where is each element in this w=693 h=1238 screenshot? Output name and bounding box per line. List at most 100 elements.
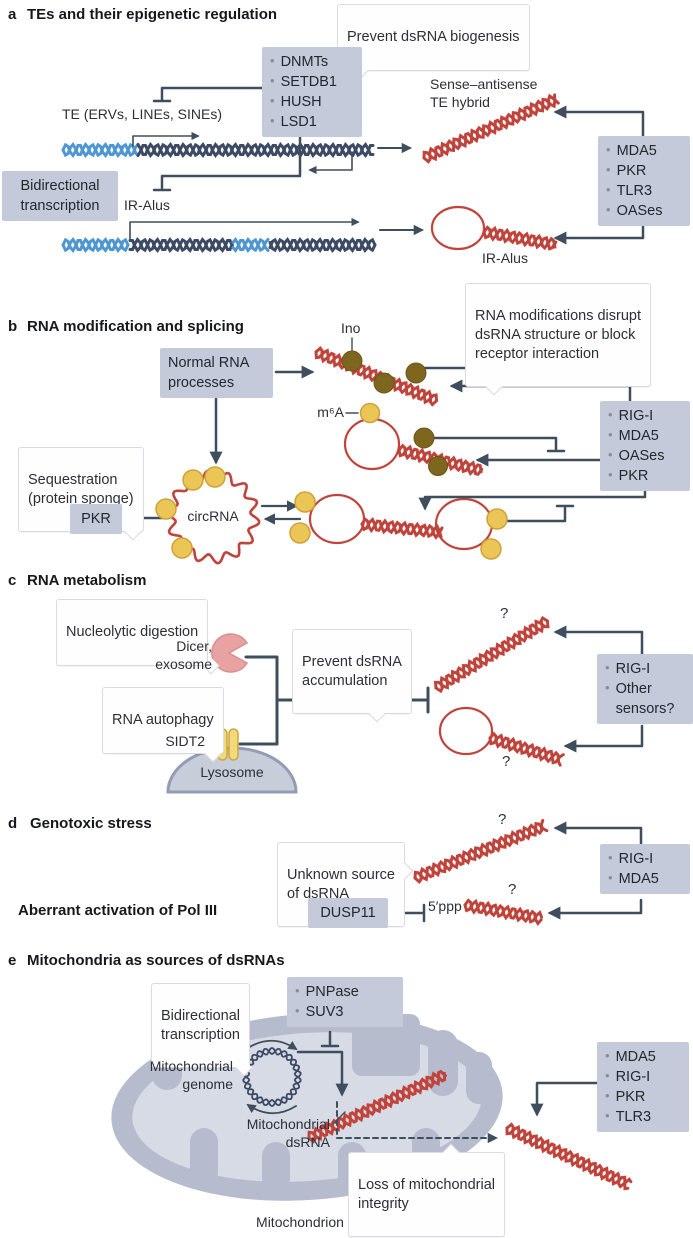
dicer-label: Dicer, exosome [155, 638, 212, 672]
rna-helix-c1 [433, 615, 550, 694]
list-item: •SUV3 [295, 1003, 344, 1020]
list-item: •PKR [606, 162, 647, 179]
dicer-pacman-icon [211, 633, 249, 673]
c2-loop [438, 706, 494, 756]
callout-prevent-accumulation-text: Prevent dsRNA accumulation [302, 653, 402, 689]
panel-e-letter: e [8, 952, 17, 969]
callout-bidirectional-e-text: Bidirectional transcription [161, 1007, 240, 1043]
sensors-box-d: •RIG-I•MDA5 [600, 844, 690, 894]
protein-circles [155, 402, 508, 560]
dna-helix-te [61, 141, 375, 159]
list-item: •OASes [608, 447, 665, 464]
sensors-box-b: •RIG-I •MDA5 •OASes •PKR [600, 401, 690, 491]
sponge-loop-left [308, 493, 366, 545]
rna-helix-hybrid [422, 93, 560, 164]
question-mark-c1: ? [500, 605, 509, 622]
sidt2-label: SIDT2 [165, 733, 205, 749]
list-item: •HUSH [270, 93, 322, 110]
mito-genome-label: Mitochondrial genome [149, 1058, 233, 1092]
list-item: •TLR3 [606, 182, 653, 199]
panel-d-connectors [388, 821, 643, 923]
callout-unknown-source-text: Unknown source of dsRNA [287, 866, 395, 902]
panel-a-title: TEs and their epigenetic regulation [27, 6, 278, 23]
hybrid-label: Sense–antisense TE hybrid [430, 76, 538, 110]
list-item: •MDA5 [606, 142, 657, 159]
pkr-box: PKR [70, 504, 122, 534]
callout-prevent-biogenesis-text: Prevent dsRNA biogenesis [347, 28, 520, 45]
panel-c-connectors [205, 625, 644, 753]
dusp11-box: DUSP11 [308, 898, 388, 928]
rna-helix-mito [307, 1069, 447, 1144]
ir-alus-gene-label: IR-Alus [124, 197, 170, 213]
te-label: TE (ERVs, LINEs, SINEs) [62, 106, 222, 122]
list-item: •LSD1 [270, 113, 317, 130]
rna-helix-d2 [463, 898, 544, 926]
question-mark-c2: ? [502, 753, 511, 770]
list-item: •TLR3 [605, 1108, 652, 1125]
iralus-loop [430, 205, 486, 251]
list-item: •RIG-I [605, 1068, 651, 1085]
panel-a-connectors [129, 86, 645, 245]
panel-e-connectors [246, 1030, 599, 1144]
list-item: •MDA5 [605, 1048, 656, 1065]
list-item: •PKR [605, 1088, 646, 1105]
callout-sequestration-text: Sequestration (protein sponge) [28, 471, 134, 507]
rna-helix-d1 [413, 818, 549, 884]
list-item: •RIG-I [608, 407, 654, 424]
list-item: •DNMTs [270, 53, 329, 70]
sensors-box-a: •MDA5 •PKR •TLR3 •OASes [598, 136, 690, 226]
epigenetic-factors-box: •DNMTs •SETDB1 •HUSH •LSD1 [262, 47, 362, 137]
aberrant-pol3-label: Aberrant activation of Pol III [18, 902, 218, 919]
list-item: •PNPase [295, 983, 359, 1000]
mito-enzymes-box: •PNPase •SUV3 [287, 977, 403, 1027]
bidirectional-transcription-box: Bidirectional transcription [2, 171, 118, 221]
panel-a-letter: a [8, 6, 17, 23]
mito-dsrna-label: Mitochondrial dsRNA [246, 1116, 330, 1150]
mitochondrion-label: Mitochondrion [256, 1214, 344, 1230]
panel-e-title: Mitochondria as sources of dsRNAs [27, 952, 285, 969]
callout-prevent-accumulation: Prevent dsRNA accumulation [292, 629, 412, 723]
m6a-label: m⁶A [317, 404, 344, 420]
inosine-circles [341, 350, 448, 476]
list-item: •RIG-I [605, 660, 651, 677]
five-prime-ppp-label: 5′ppp [428, 898, 462, 914]
sensors-box-c: •RIG-I •Other sensors? [597, 654, 693, 724]
callout-rna-modifications: RNA modifications disrupt dsRNA structur… [465, 283, 652, 396]
list-item: •MDA5 [608, 427, 659, 444]
panel-d-letter: d [8, 815, 18, 832]
lysosome-label: Lysosome [200, 764, 264, 780]
callout-nucleolytic: Nucleolytic digestion [56, 599, 220, 675]
list-item: •OASes [606, 202, 663, 219]
sensors-box-e: •MDA5 •RIG-I •PKR •TLR3 [597, 1042, 689, 1132]
list-item: •SETDB1 [270, 73, 337, 90]
callout-rna-autophagy: RNA autophagy [102, 687, 224, 763]
panel-d-title: Genotoxic stress [30, 815, 152, 832]
question-mark-d2: ? [508, 881, 517, 898]
rna-helix-cytosol [505, 1122, 633, 1191]
callout-loss-integrity: Loss of mitochondrial integrity [348, 1143, 506, 1238]
callout-rna-autophagy-text: RNA autophagy [112, 711, 214, 728]
question-mark-d1: ? [498, 811, 507, 828]
rna-helix-sponge [360, 517, 444, 540]
dna-helix-iralus [61, 236, 377, 254]
mito-genome-ring [242, 1047, 302, 1107]
normal-rna-box: Normal RNA processes [160, 348, 273, 398]
rna-helix-c2 [488, 731, 565, 767]
inosine-label: Ino [341, 320, 361, 336]
callout-prevent-biogenesis: Prevent dsRNA biogenesis [337, 4, 530, 80]
panel-b-letter: b [8, 318, 18, 335]
ir-alus-rna-label: IR-Alus [482, 250, 528, 266]
list-item: •RIG-I [608, 850, 654, 867]
callout-nucleolytic-text: Nucleolytic digestion [66, 623, 199, 640]
list-item: •Other sensors? [605, 680, 675, 717]
circrna-label: circRNA [187, 508, 239, 524]
panel-c-title: RNA metabolism [27, 572, 147, 589]
callout-loss-integrity-text: Loss of mitochondrial integrity [358, 1176, 496, 1212]
rna-helix-iralus [482, 225, 558, 251]
panel-b-title: RNA modification and splicing [27, 318, 244, 335]
m6a-stemloop [343, 417, 401, 471]
list-item: •PKR [608, 467, 649, 484]
callout-rna-modifications-text: RNA modifications disrupt dsRNA structur… [475, 307, 642, 362]
callout-bidirectional-e: Bidirectional transcription [151, 983, 253, 1077]
